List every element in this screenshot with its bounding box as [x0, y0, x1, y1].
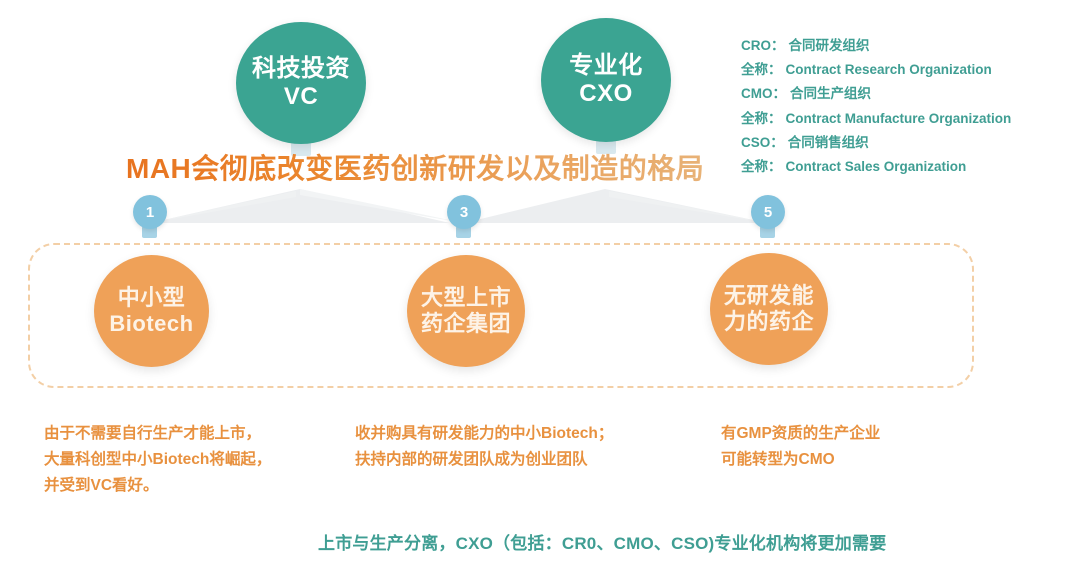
page-title: MAH会彻底改变医药创新研发以及制造的格局 [126, 147, 704, 187]
note-line: 收并购具有研发能力的中小Biotech； [355, 425, 614, 442]
legend-row: 全称：Contract Sales Organization [741, 155, 1011, 179]
bottom-caption: 上市与生产分离，CXO（包括：CR0、CMO、CSO)专业化机构将更加需要 [318, 534, 887, 553]
note-line: 大量科创型中小Biotech将崛起， [44, 451, 272, 468]
actor-circle-big-pharma[interactable]: 大型上市 药企集团 [407, 255, 525, 367]
connector-fans [150, 189, 768, 223]
actor-circle-biotech[interactable]: 中小型 Biotech [94, 255, 209, 367]
actor-circle-no-rnd-line1: 无研发能 [723, 282, 814, 308]
note-big-pharma: 收并购具有研发能力的中小Biotech； 扶持内部的研发团队成为创业团队 [355, 421, 613, 473]
legend-value: Contract Manufacture Organization [785, 110, 1012, 126]
top-circle-vc-line2: VC [283, 83, 319, 110]
note-biotech: 由于不需要自行生产才能上市， 大量科创型中小Biotech将崛起， 并受到VC看… [44, 421, 271, 499]
legend-value: Contract Research Organization [785, 62, 992, 78]
legend-key: 全称： [741, 110, 782, 126]
legend-row: CRO：合同研发组织 [741, 34, 1011, 58]
top-circle-vc-line1: 科技投资 [252, 54, 350, 82]
top-circle-vc[interactable]: 科技投资 VC [236, 22, 366, 144]
legend-value: Contract Sales Organization [785, 159, 967, 175]
step-badge-1[interactable]: 1 [133, 195, 167, 229]
step-badge-5[interactable]: 5 [751, 195, 785, 229]
badge-stem-3 [456, 226, 471, 238]
legend-key: CSO： [741, 134, 784, 150]
actor-circle-biotech-line1: 中小型 [117, 284, 186, 310]
legend-value: 合同销售组织 [787, 134, 869, 150]
teal-circle-stem-1 [291, 142, 311, 156]
badge-stem-1 [142, 226, 157, 238]
legend-key: 全称： [741, 62, 782, 78]
top-circle-cxo-line2: CXO [579, 80, 633, 107]
actor-circle-big-pharma-line2: 药企集团 [420, 311, 511, 336]
actor-circle-biotech-line2: Biotech [109, 311, 194, 336]
badge-stem-5 [760, 226, 775, 238]
actors-dashed-container [28, 243, 974, 388]
legend-value: 合同研发组织 [788, 38, 870, 53]
note-line: 扶持内部的研发团队成为创业团队 [355, 451, 588, 468]
legend-row: 全称：Contract Research Organization [741, 58, 1011, 82]
top-circle-cxo[interactable]: 专业化 CXO [541, 18, 671, 142]
legend-row: 全称：Contract Manufacture Organization [741, 107, 1011, 131]
legend-key: 全称： [741, 159, 782, 175]
note-line: 并受到VC看好。 [44, 477, 159, 494]
step-badge-3[interactable]: 3 [447, 195, 481, 229]
legend-row: CMO：合同生产组织 [741, 82, 1011, 106]
actor-circle-big-pharma-line1: 大型上市 [420, 284, 511, 310]
note-line: 有GMP资质的生产企业 [721, 425, 881, 442]
legend-value: 合同生产组织 [790, 86, 871, 102]
actor-circle-no-rnd[interactable]: 无研发能 力的药企 [710, 253, 828, 365]
legend-key: CMO： [741, 86, 786, 102]
legend: CRO：合同研发组织 全称：Contract Research Organiza… [741, 34, 1011, 179]
actor-circle-no-rnd-line2: 力的药企 [723, 309, 814, 334]
note-line: 可能转型为CMO [721, 451, 835, 468]
note-line: 由于不需要自行生产才能上市， [44, 425, 262, 442]
legend-row: CSO：合同销售组织 [741, 131, 1011, 155]
legend-key: CRO： [741, 38, 785, 53]
top-circle-cxo-line1: 专业化 [569, 51, 643, 79]
note-no-rnd: 有GMP资质的生产企业 可能转型为CMO [721, 421, 880, 473]
teal-circle-stem-2 [596, 140, 616, 154]
